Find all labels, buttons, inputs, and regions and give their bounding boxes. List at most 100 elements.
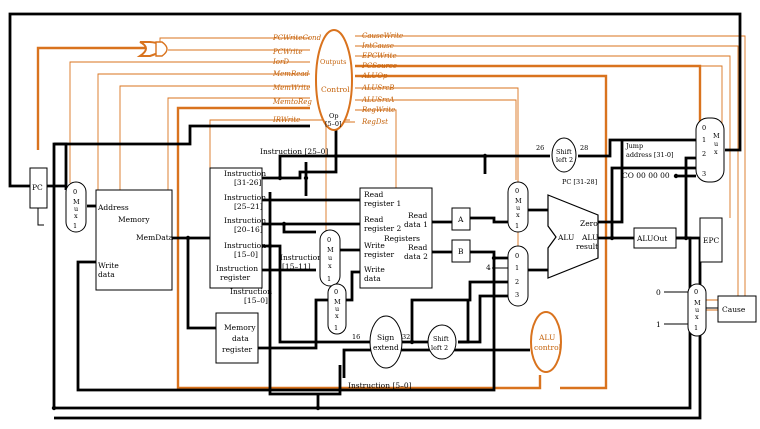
signal-alusrcb: ALUSrcB bbox=[361, 84, 394, 92]
svg-text:result: result bbox=[576, 242, 598, 251]
pcwrite-gates bbox=[136, 41, 168, 57]
jump-label: Jump bbox=[625, 142, 643, 150]
svg-text:ALUOut: ALUOut bbox=[636, 234, 667, 243]
svg-text:1: 1 bbox=[73, 222, 77, 230]
cause-register: Cause bbox=[717, 295, 757, 323]
instr-15-0-bits: [15–0] bbox=[244, 296, 268, 305]
svg-text:Memory: Memory bbox=[224, 323, 256, 332]
shift-left-2-offset: Shift left 2 bbox=[427, 324, 457, 360]
bits-16-label: 16 bbox=[352, 333, 360, 341]
signal-epcwrite: EPCWrite bbox=[361, 52, 397, 60]
register-a: A bbox=[451, 207, 471, 231]
signal-memtoreg: MemtoReg bbox=[272, 98, 312, 106]
memory-data-label: data bbox=[98, 270, 115, 279]
svg-text:ALU: ALU bbox=[557, 233, 574, 242]
svg-text:Cause: Cause bbox=[722, 305, 746, 314]
signal-memread: MemRead bbox=[272, 70, 310, 78]
datapath-wires bbox=[8, 12, 742, 420]
svg-text:u: u bbox=[516, 204, 520, 212]
svg-text:Sign: Sign bbox=[377, 333, 394, 342]
instr-5-0-label: Instruction [5–0] bbox=[348, 381, 412, 390]
svg-text:register 2: register 2 bbox=[364, 224, 401, 233]
svg-text:x: x bbox=[328, 262, 332, 270]
control-op-bits: [5–0] bbox=[325, 120, 342, 128]
svg-text:register: register bbox=[220, 273, 251, 282]
svg-text:1: 1 bbox=[327, 275, 331, 283]
svg-text:u: u bbox=[335, 305, 339, 313]
svg-text:u: u bbox=[695, 306, 699, 314]
svg-text:0: 0 bbox=[702, 124, 706, 132]
memory-address-label: Address bbox=[97, 203, 129, 212]
mux-alu-srca: 0 M u x 1 bbox=[507, 181, 529, 233]
alu: ALU Zero ALU result bbox=[547, 194, 599, 279]
svg-text:Read: Read bbox=[408, 243, 428, 252]
svg-text:2: 2 bbox=[515, 278, 519, 286]
svg-text:1: 1 bbox=[334, 324, 338, 332]
svg-text:M: M bbox=[515, 197, 522, 205]
control-unit: Outputs Control Op [5–0] bbox=[315, 29, 353, 131]
instr-15-11-label: Instruction bbox=[280, 253, 322, 262]
svg-text:0: 0 bbox=[334, 288, 338, 296]
svg-text:data 1: data 1 bbox=[404, 220, 428, 229]
svg-text:B: B bbox=[458, 247, 464, 256]
svg-text:u: u bbox=[74, 205, 78, 213]
alu-control: ALU control bbox=[530, 311, 562, 373]
svg-text:x: x bbox=[695, 313, 699, 321]
memory-write-label: Write bbox=[98, 261, 119, 270]
svg-text:Read: Read bbox=[408, 211, 428, 220]
svg-text:Write: Write bbox=[364, 241, 385, 250]
svg-text:Zero: Zero bbox=[580, 219, 598, 228]
svg-text:EPC: EPC bbox=[703, 236, 720, 245]
mux-address: 0 M u x 1 bbox=[65, 181, 87, 233]
svg-text:ALU: ALU bbox=[581, 233, 598, 242]
mux-write-register: 0 M u x 1 bbox=[319, 229, 341, 287]
epc-register: EPC bbox=[699, 217, 723, 263]
signal-pcwritecond: PCWriteCond bbox=[272, 34, 322, 42]
svg-text:register 1: register 1 bbox=[364, 199, 401, 208]
register-file: Read register 1 Read register 2 Write re… bbox=[359, 187, 433, 289]
memory-name-label: Memory bbox=[118, 215, 150, 224]
pc-label: PC bbox=[32, 183, 43, 192]
svg-text:2: 2 bbox=[702, 150, 706, 158]
instr-15-0-label: Instruction bbox=[230, 287, 272, 296]
svg-text:Shift: Shift bbox=[433, 335, 449, 343]
svg-text:x: x bbox=[74, 212, 78, 220]
mux-write-data: 0 M u x 1 bbox=[327, 283, 347, 335]
svg-text:[31-26]: [31-26] bbox=[234, 178, 262, 187]
svg-text:left 2: left 2 bbox=[431, 344, 448, 352]
svg-text:M: M bbox=[327, 246, 334, 254]
svg-text:0: 0 bbox=[694, 288, 698, 296]
svg-text:Read: Read bbox=[364, 190, 384, 199]
svg-text:0: 0 bbox=[515, 252, 519, 260]
signal-memwrite: MemWrite bbox=[272, 84, 310, 92]
svg-text:u: u bbox=[328, 254, 332, 262]
memory-data-register: Memory data register bbox=[215, 312, 259, 364]
control-op-label: Op bbox=[329, 112, 339, 120]
signal-regwrite: RegWrite bbox=[361, 106, 395, 114]
svg-text:A: A bbox=[457, 215, 464, 224]
svg-text:extend: extend bbox=[373, 343, 399, 352]
instruction-register: Instruction [31-26] Instruction [25–21] … bbox=[209, 167, 266, 289]
control-outputs-label: Outputs bbox=[320, 58, 346, 66]
mux-cause: 0 M u x 1 bbox=[687, 283, 707, 337]
sign-extend: Sign extend bbox=[369, 315, 403, 369]
svg-text:register: register bbox=[222, 345, 253, 354]
svg-text:0: 0 bbox=[73, 188, 77, 196]
instr-25-0-label: Instruction [25–0] bbox=[260, 147, 328, 156]
cause-const-one: 1 bbox=[656, 320, 661, 329]
svg-text:Shift: Shift bbox=[556, 148, 572, 156]
svg-text:0: 0 bbox=[327, 236, 331, 244]
aluout-register: ALUOut bbox=[633, 227, 677, 249]
svg-text:Instruction: Instruction bbox=[224, 216, 266, 225]
svg-text:control: control bbox=[534, 343, 562, 352]
svg-text:Registers: Registers bbox=[384, 234, 420, 243]
register-b: B bbox=[451, 239, 471, 263]
svg-text:0: 0 bbox=[515, 187, 519, 195]
mux-pcsource: 0 1 2 3 M u x bbox=[695, 117, 725, 183]
svg-text:Instruction: Instruction bbox=[224, 241, 266, 250]
memory-memdata-label: MemData bbox=[136, 233, 174, 242]
shift-left-2-jump: Shift left 2 bbox=[551, 137, 577, 173]
svg-text:M: M bbox=[713, 132, 720, 140]
signal-pcwrite: PCWrite bbox=[272, 48, 303, 56]
svg-text:Instruction: Instruction bbox=[224, 169, 266, 178]
